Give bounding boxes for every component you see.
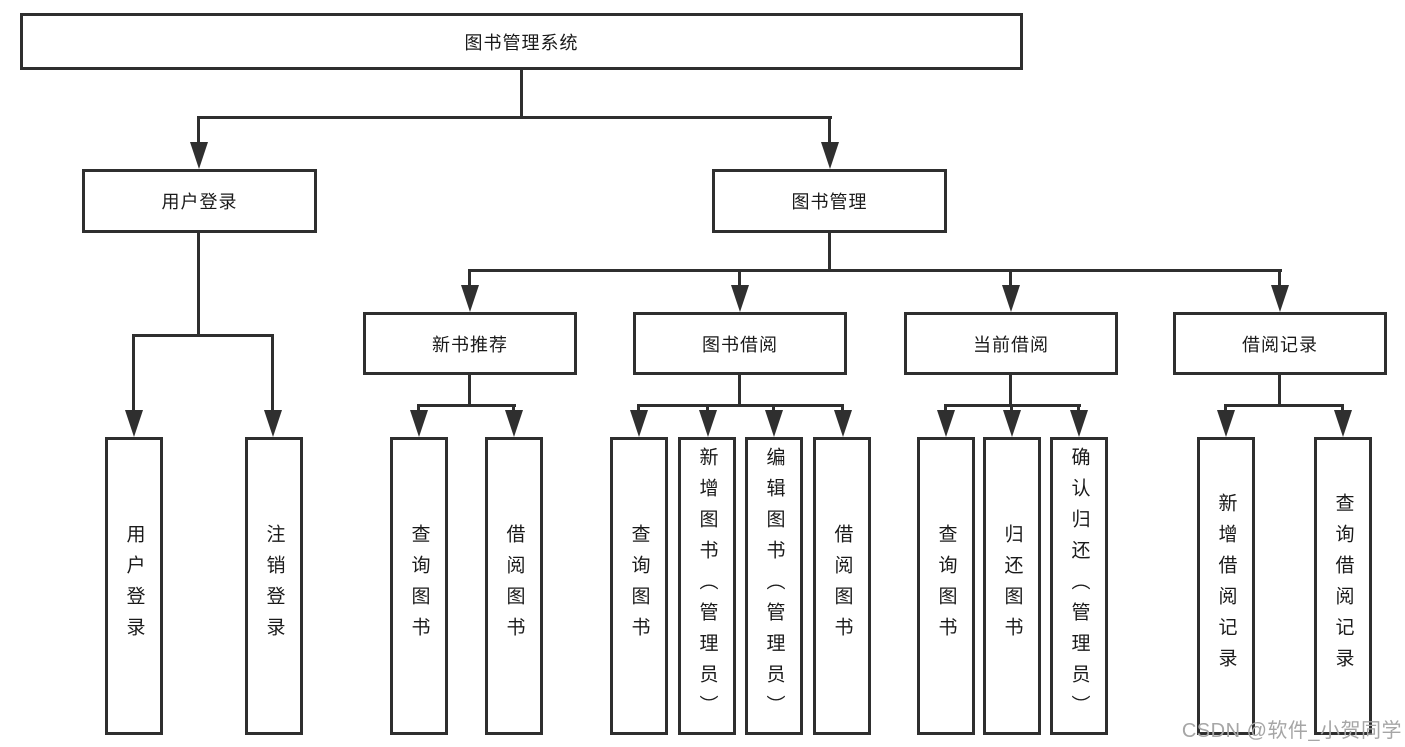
arrow-down-icon: [190, 142, 208, 169]
arrow-down-icon: [765, 410, 783, 437]
leaf-add-books-admin: 新增图书（管理员）: [678, 437, 736, 735]
connector-drop: [1341, 404, 1344, 414]
connector-new-book-stem: [468, 375, 471, 407]
leaf-return-books: 归还图书: [983, 437, 1041, 735]
connector-drop-leaf-logout: [271, 334, 274, 413]
connector-drop-book-borrow: [738, 269, 741, 289]
connector-drop-current-borrow: [1009, 269, 1012, 289]
leaf-edit-books-admin: 编辑图书（管理员）: [745, 437, 803, 735]
connector-book-management-stem: [828, 233, 831, 271]
node-book-borrowing: 图书借阅: [633, 312, 847, 375]
leaf-borrow-books-recommend: 借阅图书: [485, 437, 543, 735]
node-user-login: 用户登录: [82, 169, 317, 233]
connector-drop: [417, 404, 420, 414]
node-library-management-system: 图书管理系统: [20, 13, 1023, 70]
leaf-confirm-return-admin: 确认归还（管理员）: [1050, 437, 1108, 735]
arrow-down-icon: [461, 285, 479, 312]
connector-drop: [637, 404, 640, 414]
connector-level1-rail: [198, 116, 832, 119]
arrow-down-icon: [834, 410, 852, 437]
leaf-query-books-recommend: 查询图书: [390, 437, 448, 735]
node-current-borrowing: 当前借阅: [904, 312, 1118, 375]
leaf-add-borrow-record: 新增借阅记录: [1197, 437, 1255, 735]
arrow-down-icon: [264, 410, 282, 437]
arrow-down-icon: [1003, 410, 1021, 437]
connector-drop: [841, 404, 844, 414]
node-borrowing-records: 借阅记录: [1173, 312, 1387, 375]
connector-user-login-rail: [132, 334, 274, 337]
arrow-down-icon: [937, 410, 955, 437]
leaf-user-login: 用户登录: [105, 437, 163, 735]
connector-drop: [1077, 404, 1080, 414]
connector-drop: [512, 404, 515, 414]
arrow-down-icon: [699, 410, 717, 437]
arrow-down-icon: [125, 410, 143, 437]
leaf-query-books-borrow: 查询图书: [610, 437, 668, 735]
connector-book-borrow-stem: [738, 375, 741, 407]
arrow-down-icon: [505, 410, 523, 437]
connector-drop-borrow-records: [1278, 269, 1281, 289]
leaf-query-books-current: 查询图书: [917, 437, 975, 735]
arrow-down-icon: [1271, 285, 1289, 312]
arrow-down-icon: [1070, 410, 1088, 437]
connector-drop-book-management: [828, 116, 831, 145]
connector-drop: [1010, 404, 1013, 414]
connector-drop-new-book: [468, 269, 471, 289]
connector-user-login-stem: [197, 233, 200, 337]
arrow-down-icon: [821, 142, 839, 169]
leaf-borrow-books: 借阅图书: [813, 437, 871, 735]
arrow-down-icon: [731, 285, 749, 312]
connector-drop: [772, 404, 775, 414]
connector-borrow-records-stem: [1278, 375, 1281, 407]
connector-level2-rail: [468, 269, 1282, 272]
connector-drop: [944, 404, 947, 414]
node-new-book-recommend: 新书推荐: [363, 312, 577, 375]
connector-borrow-records-rail: [1224, 404, 1344, 407]
connector-root-stem: [520, 70, 523, 118]
arrow-down-icon: [1334, 410, 1352, 437]
connector-new-book-rail: [417, 404, 516, 407]
arrow-down-icon: [410, 410, 428, 437]
leaf-logout: 注销登录: [245, 437, 303, 735]
connector-drop: [706, 404, 709, 414]
node-book-management: 图书管理: [712, 169, 947, 233]
arrow-down-icon: [1002, 285, 1020, 312]
leaf-query-borrow-record: 查询借阅记录: [1314, 437, 1372, 735]
connector-drop-leaf-user-login: [132, 334, 135, 413]
connector-drop: [1224, 404, 1227, 414]
connector-current-borrow-stem: [1009, 375, 1012, 407]
arrow-down-icon: [630, 410, 648, 437]
arrow-down-icon: [1217, 410, 1235, 437]
connector-drop-user-login: [197, 116, 200, 145]
connector-book-borrow-rail: [637, 404, 844, 407]
csdn-watermark: CSDN @软件_小贺同学: [1181, 720, 1402, 742]
